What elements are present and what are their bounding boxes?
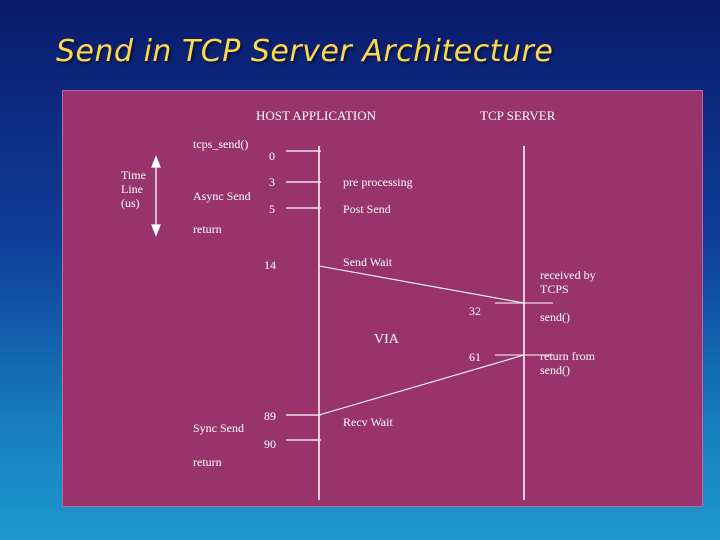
received-by-text: received by xyxy=(540,268,596,282)
time-mark: 0 xyxy=(269,149,275,163)
async-send-label: Async Send xyxy=(193,189,251,203)
server-mark: 32 xyxy=(469,304,481,318)
slide-title: Send in TCP Server Architecture xyxy=(56,34,554,69)
time-line-text: (us) xyxy=(121,196,140,210)
send-call-label: send() xyxy=(540,310,570,324)
diagram-lines xyxy=(151,146,553,500)
pre-processing-label: pre processing xyxy=(343,175,413,189)
recv-wait-label: Recv Wait xyxy=(343,415,393,429)
tcps-send-label: tcps_send() xyxy=(193,137,249,151)
return-label: return xyxy=(193,222,222,236)
send-message-line xyxy=(318,265,525,304)
time-line-arrow xyxy=(151,155,161,237)
time-line-text: Time xyxy=(121,168,146,182)
return-label: return xyxy=(193,455,222,469)
return-message-line xyxy=(318,354,525,416)
return-from-text: send() xyxy=(540,363,570,377)
sequence-diagram: HOST APPLICATION TCP SERVER tcps_send() … xyxy=(62,90,703,507)
time-mark: 90 xyxy=(264,437,276,451)
via-label: VIA xyxy=(374,332,399,347)
post-send-label: Post Send xyxy=(343,202,391,216)
received-by-text: TCPS xyxy=(540,282,569,296)
return-from-text: return from xyxy=(540,349,595,363)
time-mark: 3 xyxy=(269,175,275,189)
return-from-label: return from send() xyxy=(540,349,595,377)
sync-send-label: Sync Send xyxy=(193,421,244,435)
server-mark: 61 xyxy=(469,350,481,364)
send-wait-label: Send Wait xyxy=(343,255,393,269)
time-mark: 14 xyxy=(264,258,276,272)
time-line-label: Time Line (us) xyxy=(121,168,146,210)
time-mark: 89 xyxy=(264,409,276,423)
host-application-header: HOST APPLICATION xyxy=(256,108,377,123)
time-mark: 5 xyxy=(269,202,275,216)
time-line-text: Line xyxy=(121,182,143,196)
received-by-label: received by TCPS xyxy=(540,268,596,296)
tcp-server-header: TCP SERVER xyxy=(480,108,556,123)
